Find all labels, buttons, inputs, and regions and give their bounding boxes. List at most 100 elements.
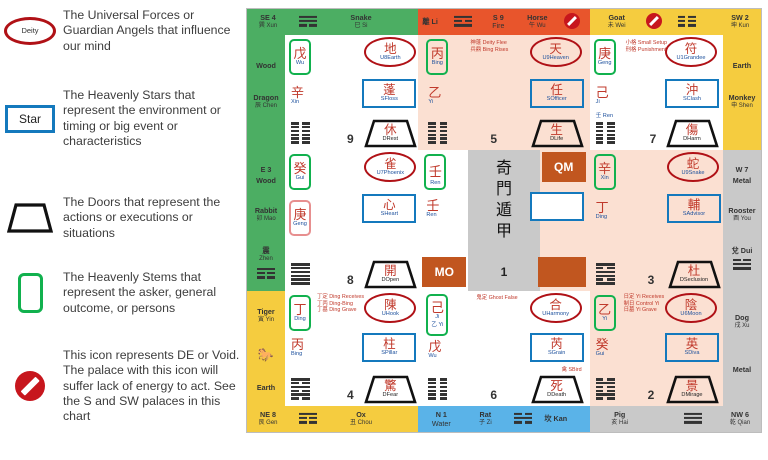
void-no-entry-icon (0, 348, 60, 424)
palace-e-corner-sub: Wood (256, 176, 276, 185)
palace-se-deity[interactable]: 地 U8Earth (364, 37, 417, 67)
palace-w-star[interactable]: 輔 SAdvisor (666, 194, 721, 223)
palace-se-corner: SE 4 (260, 13, 276, 22)
palace-w-corner-sub: Metal (732, 176, 752, 185)
star-han: 任 (550, 83, 563, 97)
palace-nw-branch: Pig (614, 410, 626, 419)
trigram-li-icon (454, 14, 473, 30)
palace-s-deity[interactable]: 天 U9Heaven (529, 37, 582, 67)
palace-sw-star[interactable]: 沖 SClash (664, 79, 719, 108)
star-en: SOfficer (546, 96, 567, 102)
stem-en: Bing (291, 351, 303, 357)
palace-nw-corner-sub: 乾 Qian (729, 420, 751, 426)
center-stem-plain: 壬 Ren (426, 199, 439, 218)
horse-icon: 🐎 (257, 347, 275, 362)
door-en: DMirage (681, 392, 703, 398)
stem-han: 乙 (598, 302, 612, 317)
stem-han: 己 (595, 85, 609, 100)
palace-se-star[interactable]: 蓬 SFloss (362, 79, 417, 108)
palace-s-branch-sub: 午 Wu (529, 23, 546, 29)
stem-en: Gui (595, 351, 605, 357)
palace-sw-element: Earth (732, 61, 752, 70)
deity-han: 符 (684, 41, 698, 56)
legend-panel: Deity The Universal Forces or Guardian A… (0, 0, 245, 460)
palace-w-stem-plain: 丁 Ding (595, 200, 609, 220)
stem-en: Bing (431, 60, 443, 66)
center-stem-boxed: 乙 壬 Ren (424, 154, 447, 190)
palace-n-substar: 禽 SBird (561, 367, 582, 373)
palace-ne-animal: Tiger (257, 307, 275, 316)
palace-se-stem-boxed: 戊 Wu (289, 39, 311, 75)
palace-nw-deity[interactable]: 陰 U6Moon (664, 293, 717, 323)
palace-n-trigram: 坎 Kan (544, 414, 568, 423)
center-door-block (537, 257, 586, 287)
palace-e-stem-plain: 庚 Geng (289, 200, 311, 236)
stem-en: Ren (426, 212, 437, 218)
deity-en: U9Snake (681, 169, 705, 176)
stem-han: 癸 (595, 337, 609, 352)
palace-e-deity[interactable]: 雀 U7Phoenix (364, 152, 417, 182)
palace-ne-deity[interactable]: 陳 UHook (364, 293, 417, 323)
palace-sw-animal: Monkey (728, 93, 756, 102)
stem-en: Geng (597, 60, 612, 66)
palace-sw-number: 7 (649, 132, 657, 146)
door-trapezoid-icon (0, 195, 60, 241)
palace-nw-stem-boxed: 乙 Yi (593, 295, 616, 331)
stem-han: 丁 (595, 200, 609, 215)
star-han: 芮 (550, 337, 563, 351)
stem-han: 辛 (598, 161, 612, 176)
legend-text-door: The Doors that represent the actions or … (63, 195, 221, 240)
palace-n-note: 鬼定 Ghost False (476, 295, 518, 301)
void-icon (645, 13, 662, 29)
palace-e-animal-sub: 卯 Mao (256, 216, 276, 222)
palace-ne-number: 4 (347, 388, 354, 402)
palace-s-star[interactable]: 任 SOfficer (529, 79, 584, 108)
palace-n-number: 6 (490, 388, 498, 402)
palace-n-deity[interactable]: 合 UHarmony (529, 293, 582, 323)
stem-han: 丁 (293, 302, 307, 317)
deity-en: UHook (381, 310, 399, 317)
palace-se-animal: Dragon (253, 93, 279, 102)
star-box-icon: Star (0, 88, 60, 149)
palace-ne-corner-sub: 艮 Gen (258, 420, 278, 426)
door-en: DSeclusion (679, 277, 709, 283)
palace-sw-stem-boxed: 庚 Geng (593, 39, 616, 75)
trigram-icon (291, 262, 310, 286)
palace-e-star[interactable]: 心 SHeart (362, 194, 417, 223)
palace-se-stem-plain: 辛 Xin (291, 86, 304, 105)
stem-en: Ding (294, 316, 306, 322)
palace-sw-deity[interactable]: 符 U1Grandee (664, 37, 717, 67)
palace-nw-animal-sub: 戌 Xu (734, 323, 750, 329)
stem-han: 庚 (598, 46, 612, 61)
palace-nw-stem-plain: 癸 Gui (595, 337, 609, 357)
palace-n-branch-sub: 子 Zi (478, 420, 492, 426)
palace-nw-note: 日定 Yi Receives 制日 Control Yi 日墓 Yi Grave (623, 294, 665, 314)
trigram-dui-icon (732, 257, 751, 271)
palace-ne-star[interactable]: 柱 SPillar (362, 333, 417, 362)
center-stem-en: Ren (430, 180, 441, 186)
stem-han: 乙 (428, 85, 442, 100)
palace-n-star[interactable]: 芮 SGrain (529, 333, 584, 362)
door-en: DLife (550, 136, 564, 142)
palace-w-deity[interactable]: 蛇 U9Snake (666, 152, 719, 182)
trigram-icon (595, 121, 615, 145)
palace-nw-star[interactable]: 英 SDiva (664, 333, 719, 362)
center-star[interactable] (529, 192, 584, 221)
